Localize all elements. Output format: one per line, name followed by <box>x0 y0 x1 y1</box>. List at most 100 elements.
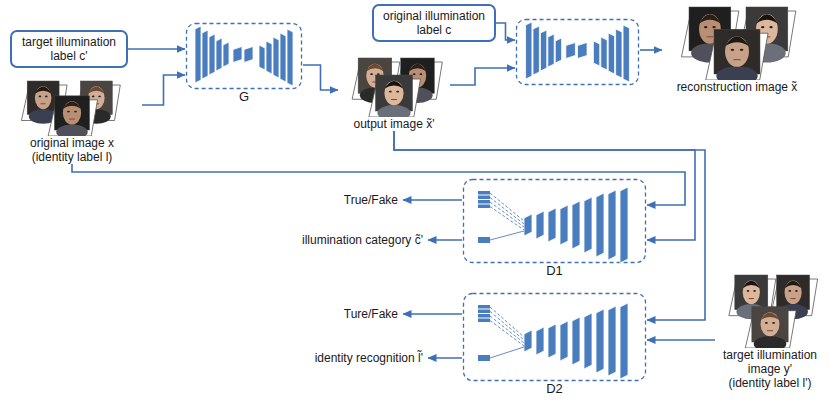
encoder-decoder <box>185 22 303 90</box>
layer-slab <box>273 37 279 78</box>
eye <box>67 111 70 113</box>
node-text: (identity label l) <box>2 150 142 164</box>
layer-slab <box>540 30 546 71</box>
eye <box>712 26 715 28</box>
mouth <box>733 59 740 60</box>
dashed-frame <box>187 24 302 89</box>
shoulders <box>754 336 787 348</box>
skip-line <box>490 316 524 343</box>
node-text: Ture/Fake <box>342 307 400 321</box>
eye <box>413 73 416 75</box>
node-text: illumination category c̃' <box>300 233 425 247</box>
layer-slab <box>548 324 556 358</box>
layer-slab <box>548 34 554 67</box>
node-text: (identity label l') <box>715 376 825 390</box>
cnn-layers <box>462 178 647 264</box>
face <box>725 36 749 66</box>
skip-line <box>490 202 524 227</box>
layer-slab <box>209 34 215 75</box>
output-bar <box>478 200 490 204</box>
generator-network: G <box>185 22 303 104</box>
layer-slab <box>259 45 265 70</box>
connector-arrow <box>450 68 515 85</box>
mouth <box>41 103 46 104</box>
mouth <box>767 330 773 331</box>
eye <box>389 91 392 93</box>
shoulders <box>377 105 410 117</box>
eye <box>788 290 791 292</box>
layer-slab <box>233 47 242 63</box>
skip-line <box>490 207 524 231</box>
layer-slab <box>216 38 222 71</box>
layer-slab <box>608 190 616 260</box>
mouth <box>749 298 754 299</box>
face-images <box>662 4 812 80</box>
face <box>761 312 780 336</box>
layer-slab <box>524 214 532 236</box>
dashed-frame <box>464 294 646 381</box>
skip-line <box>490 312 524 341</box>
node-text: output image x̃' <box>338 117 450 131</box>
eye <box>795 290 798 292</box>
skip-line <box>490 321 524 347</box>
shoulders <box>716 66 757 80</box>
skip-line <box>490 198 524 225</box>
image-stack: target illumination image y'(identity la… <box>715 272 825 390</box>
layer-slab <box>608 306 616 376</box>
layer-slab <box>536 327 544 355</box>
hair <box>761 312 780 320</box>
output-bar <box>478 314 490 318</box>
connector-arrow <box>640 49 662 51</box>
face-images <box>2 78 142 136</box>
discriminator-network: D2 <box>462 292 647 396</box>
layer-slab <box>526 22 532 79</box>
layer-slab <box>596 309 604 373</box>
output-label: Ture/Fake <box>342 307 400 321</box>
connector-arrow <box>394 131 695 240</box>
layer-slab <box>555 38 561 63</box>
dashed-frame <box>464 180 646 263</box>
eye <box>740 49 744 51</box>
output-bar <box>478 191 490 195</box>
hair <box>756 14 778 23</box>
connector-arrow <box>496 23 515 40</box>
face <box>35 86 52 109</box>
layer-slab <box>560 321 568 361</box>
connector-arrow <box>428 239 462 241</box>
eye <box>765 322 768 324</box>
skip-line <box>490 307 524 337</box>
node-text: G <box>185 90 303 104</box>
output-bar <box>478 205 490 209</box>
hair <box>366 64 383 72</box>
eye <box>370 73 373 75</box>
hair <box>743 281 760 288</box>
layer-slab <box>596 193 604 257</box>
node-text: D2 <box>462 382 647 396</box>
connector-arrow <box>647 339 715 341</box>
layer-slab <box>536 211 544 239</box>
connector-arrow <box>142 75 185 105</box>
face-images <box>338 55 450 117</box>
output-bar <box>478 196 490 200</box>
layer-slab <box>202 30 208 79</box>
output-bar <box>478 310 490 314</box>
layer-slab <box>584 197 592 253</box>
eye <box>98 96 101 98</box>
skip-line <box>490 193 524 221</box>
shoulders <box>56 124 88 136</box>
node-text: original image x <box>2 136 142 150</box>
mouth <box>391 99 397 100</box>
face <box>63 101 81 124</box>
dashed-frame <box>517 20 639 85</box>
connector-arrow <box>428 357 462 359</box>
eye <box>761 26 764 28</box>
face <box>384 81 403 105</box>
eye <box>731 49 735 51</box>
face <box>743 281 760 305</box>
hair <box>35 87 52 94</box>
generator-network <box>515 18 640 86</box>
face <box>785 281 802 305</box>
output-bar <box>478 319 490 323</box>
layer-slab <box>266 41 272 74</box>
image-stack: output image x̃' <box>338 55 450 131</box>
